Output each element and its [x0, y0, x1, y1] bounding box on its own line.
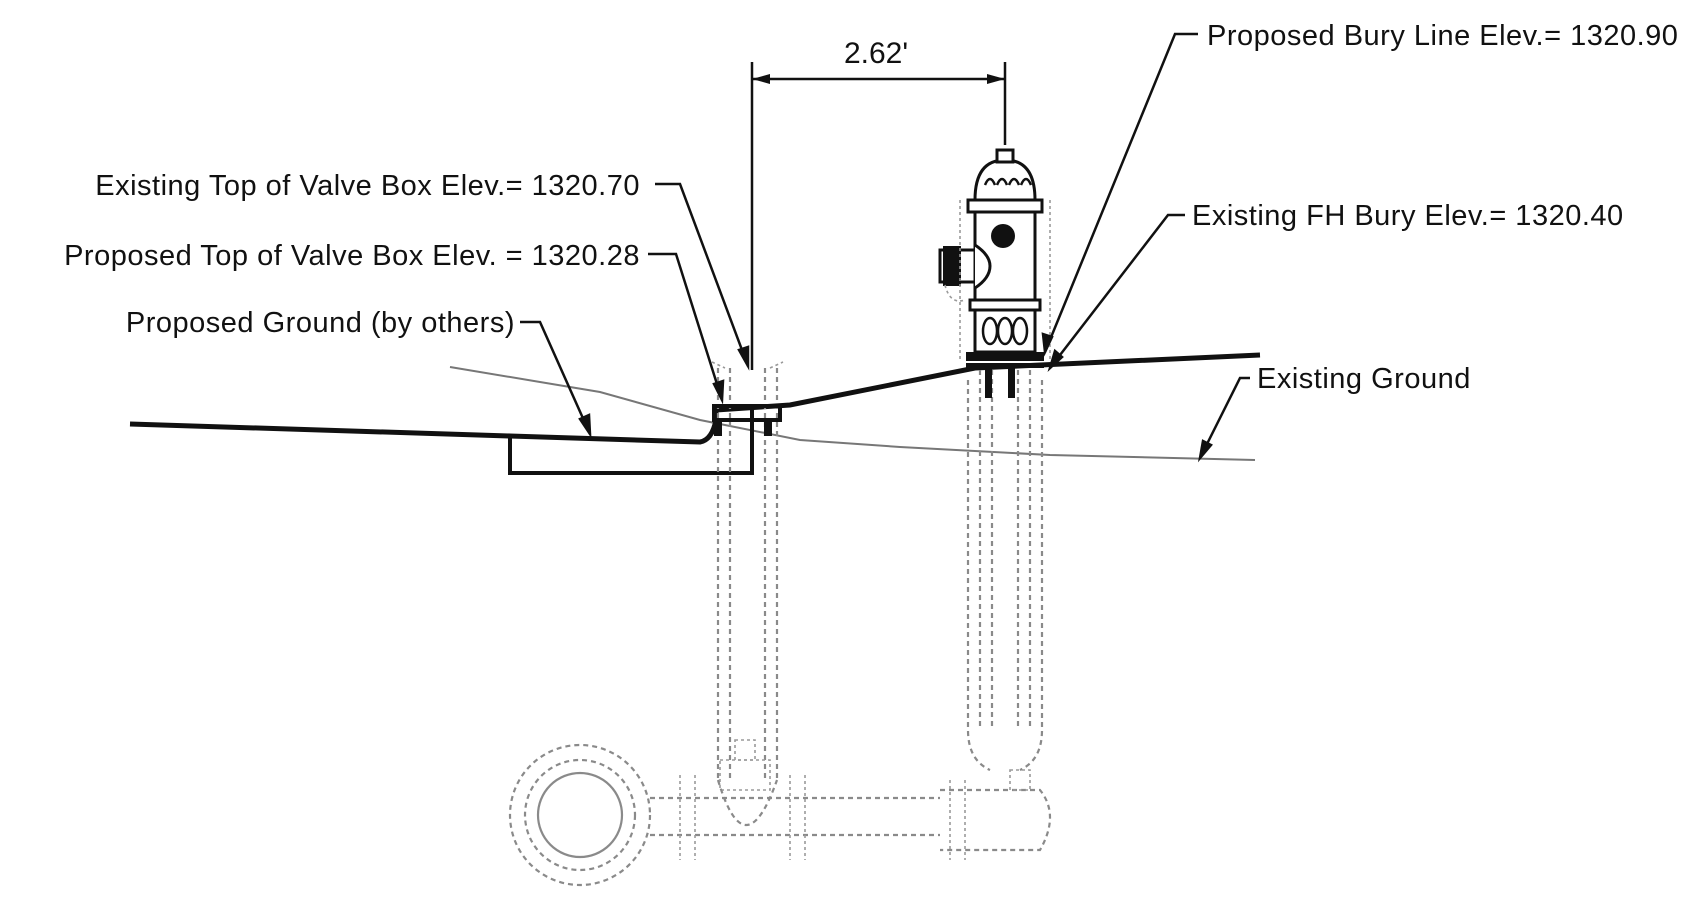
- dimension-2-62: 2.62': [750, 37, 1007, 370]
- fire-hydrant-icon: [938, 148, 1051, 398]
- existing-ground-line: [449, 366, 1256, 461]
- valve-box-top: [712, 404, 782, 422]
- leader-lines: [520, 32, 1250, 463]
- proposed-ground-line: [129, 352, 1261, 445]
- label-existing-fh-bury: Existing FH Bury Elev.= 1320.40: [1192, 200, 1624, 232]
- label-existing-ground: Existing Ground: [1257, 363, 1471, 395]
- valve-box: [711, 361, 784, 780]
- label-existing-top-valve-box: Existing Top of Valve Box Elev.= 1320.70: [95, 170, 640, 202]
- main-pipe-circle: [508, 743, 652, 887]
- label-proposed-top-valve-box: Proposed Top of Valve Box Elev. = 1320.2…: [64, 240, 640, 272]
- dimension-label: 2.62': [844, 37, 908, 70]
- lateral-pipe: [650, 739, 1051, 860]
- hydrant-barrel-hidden: [966, 370, 1044, 772]
- label-proposed-bury-line: Proposed Bury Line Elev.= 1320.90: [1207, 20, 1678, 52]
- label-proposed-ground: Proposed Ground (by others): [126, 307, 515, 339]
- proposed-ground-step: [508, 410, 754, 475]
